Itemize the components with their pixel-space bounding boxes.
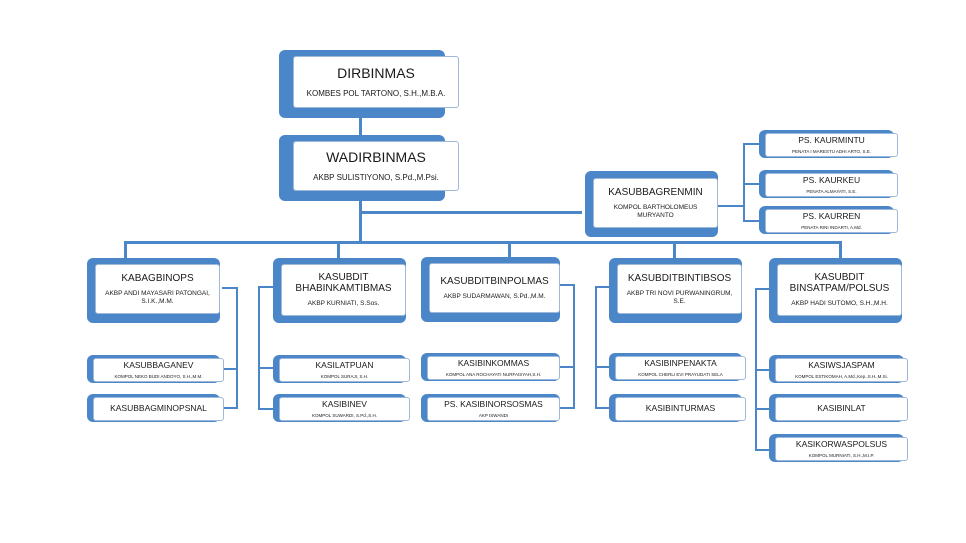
kasibinev-node: KASIBINEV KOMPOL SUWARDI, S.Pd.,S.H. <box>273 394 410 422</box>
node-name: KOMBES POL TARTONO, S.H.,M.B.A. <box>306 89 446 99</box>
kasibinpenakta-node: KASIBINPENAKTA KOMPOL CHERLI EVI PRAYUDA… <box>609 353 746 381</box>
node-title: PS. KAURMINTU <box>798 135 865 146</box>
kasubbagminopsnal-node: KASUBBAGMINOPSNAL <box>87 394 224 422</box>
connector <box>236 287 238 409</box>
node-name: AKBP TRI NOVI PURWANINGRUM, S.E. <box>626 290 733 305</box>
connector <box>222 407 238 409</box>
node-title: KASUBBAGMINOPSNAL <box>110 403 207 414</box>
connector <box>743 143 745 222</box>
connector <box>595 366 609 368</box>
node-title: DIRBINMAS <box>337 64 415 81</box>
connector <box>673 241 676 259</box>
connector <box>258 286 273 288</box>
node-name: AKBP HADI SUTOMO, S.H.,M.H. <box>791 300 888 308</box>
connector <box>560 366 575 368</box>
node-title: KASIBINTURMAS <box>645 403 716 414</box>
kasubbagrenmin-node: KASUBBAGRENMIN KOMPOL BARTHOLOMEUS MURYA… <box>585 171 718 237</box>
node-title: WADIRBINMAS <box>326 148 426 165</box>
kaurmintu-node: PS. KAURMINTU PENATA I MARESTU ADHI ARTO… <box>759 130 898 158</box>
node-name: KOMPOL ESTIKOMAH, A.Md.,Kep.,S.H.,M.Si. <box>795 373 888 379</box>
connector <box>362 211 582 214</box>
node-name: AKBP KURNIATI, S.Sos. <box>307 300 380 308</box>
node-name: KOMPOL SUWARDI, S.Pd.,S.H. <box>312 412 377 418</box>
connector <box>258 408 273 410</box>
connector <box>743 220 759 222</box>
node-name: KOMPOL MURNIATI, S.H.,M.I.P. <box>808 452 875 458</box>
node-title: KASIBINEV <box>322 399 367 410</box>
connector <box>258 367 273 369</box>
kasilatpuan-node: KASILATPUAN KOMPOL SURAJI, S.H. <box>273 355 410 383</box>
node-title: PS. KASIBINORSOSMAS <box>444 399 543 410</box>
node-title: KASIBINKOMMAS <box>457 358 530 369</box>
node-title: KASUBDITBINPOLMAS <box>440 275 549 287</box>
kabagbinops-node: KABAGBINOPS AKBP ANDI MAYASARI PATONGAI,… <box>87 258 220 323</box>
node-title: KASIKORWASPOLSUS <box>795 439 888 450</box>
connector <box>508 241 511 259</box>
node-title: KASUBDITBINTIBSOS <box>627 273 732 285</box>
node-title: KASILATPUAN <box>315 360 374 371</box>
connector <box>718 205 744 207</box>
bintibsos-node: KASUBDITBINTIBSOS AKBP TRI NOVI PURWANIN… <box>609 258 742 323</box>
connector <box>359 114 362 138</box>
connector <box>755 449 769 451</box>
connector <box>560 284 575 286</box>
kasibinorsosmas-node: PS. KASIBINORSOSMAS AKP ISWANDI <box>421 394 560 422</box>
kasubbaganev-node: KASUBBAGANEV KOMPOL NEKO BUDI ANDOYO, S.… <box>87 355 224 383</box>
connector <box>222 287 238 289</box>
connector <box>337 241 340 259</box>
node-name: PENATA ALMAYATI, S.E. <box>806 188 857 194</box>
node-name: KOMPOL SURAJI, S.H. <box>320 373 369 379</box>
connector <box>124 241 127 259</box>
node-title: PS. KAURKEU <box>802 175 861 186</box>
kasibinkommas-node: KASIBINKOMMAS KOMPOL ANA ROCHAYATI NURFA… <box>421 353 560 381</box>
connector <box>755 408 769 410</box>
connector <box>359 198 362 243</box>
node-name: PENATA I MARESTU ADHI ARTO, S.E. <box>792 148 871 154</box>
connector <box>755 369 769 371</box>
node-name: AKP ISWANDI <box>478 412 509 418</box>
connector <box>124 241 842 244</box>
node-name: AKBP SUDARMAWAN, S.Pd.,M.M. <box>443 292 546 300</box>
binpolmas-node: KASUBDITBINPOLMAS AKBP SUDARMAWAN, S.Pd.… <box>421 257 560 322</box>
kasikorwaspolsus-node: KASIKORWASPOLSUS KOMPOL MURNIATI, S.H.,M… <box>769 434 908 462</box>
connector <box>573 284 575 409</box>
node-title: KABAGBINOPS <box>121 273 194 285</box>
connector <box>595 407 609 409</box>
dirbinmas-node: DIRBINMAS KOMBES POL TARTONO, S.H.,M.B.A… <box>279 50 459 118</box>
kasibinlat-node: KASIBINLAT <box>769 394 908 422</box>
node-title: KASIBINLAT <box>817 403 866 414</box>
node-title: KASIBINPENAKTA <box>644 358 717 369</box>
connector <box>743 183 759 185</box>
node-name: PENATA RINI INDARTI, A.Md. <box>801 224 862 230</box>
node-title: KASUBBAGRENMIN <box>608 187 703 199</box>
kaurren-node: PS. KAURREN PENATA RINI INDARTI, A.Md. <box>759 206 898 234</box>
node-name: AKBP SULISTIYONO, S.Pd.,M.Psi. <box>313 173 439 183</box>
connector <box>755 288 769 290</box>
node-title: PS. KAURREN <box>802 211 861 222</box>
node-name: KOMPOL NEKO BUDI ANDOYO, S.H.,M.M. <box>114 373 203 379</box>
kasibinturmas-node: KASIBINTURMAS <box>609 394 746 422</box>
node-name: KOMPOL BARTHOLOMEUS MURYANTO <box>613 204 698 219</box>
kasiwsjaspam-node: KASIWSJASPAM KOMPOL ESTIKOMAH, A.Md.,Kep… <box>769 355 908 383</box>
kaurkeu-node: PS. KAURKEU PENATA ALMAYATI, S.E. <box>759 170 898 198</box>
connector <box>222 368 238 370</box>
wadirbinmas-node: WADIRBINMAS AKBP SULISTIYONO, S.Pd.,M.Ps… <box>279 135 459 201</box>
connector <box>258 286 260 410</box>
node-name: KOMPOL ANA ROCHAYATI NURFAISYAH,S.H. <box>445 371 542 377</box>
connector <box>839 241 842 259</box>
node-name: KOMPOL CHERLI EVI PRAYUDATI SELA <box>638 371 723 377</box>
node-title: KASUBDIT BINSATPAM/POLSUS <box>789 272 890 295</box>
connector <box>595 286 609 288</box>
node-title: KASUBDIT BHABINKAMTIBMAS <box>295 272 392 295</box>
node-title: KASUBBAGANEV <box>123 360 194 371</box>
connector <box>560 407 575 409</box>
connector <box>595 286 597 409</box>
node-title: KASIWSJASPAM <box>808 360 875 371</box>
bhabinkamtibmas-node: KASUBDIT BHABINKAMTIBMAS AKBP KURNIATI, … <box>273 258 406 323</box>
connector <box>743 143 759 145</box>
binsatpam-polsus-node: KASUBDIT BINSATPAM/POLSUS AKBP HADI SUTO… <box>769 258 902 323</box>
node-name: AKBP ANDI MAYASARI PATONGAI, S.I.K.,M.M. <box>105 290 210 305</box>
